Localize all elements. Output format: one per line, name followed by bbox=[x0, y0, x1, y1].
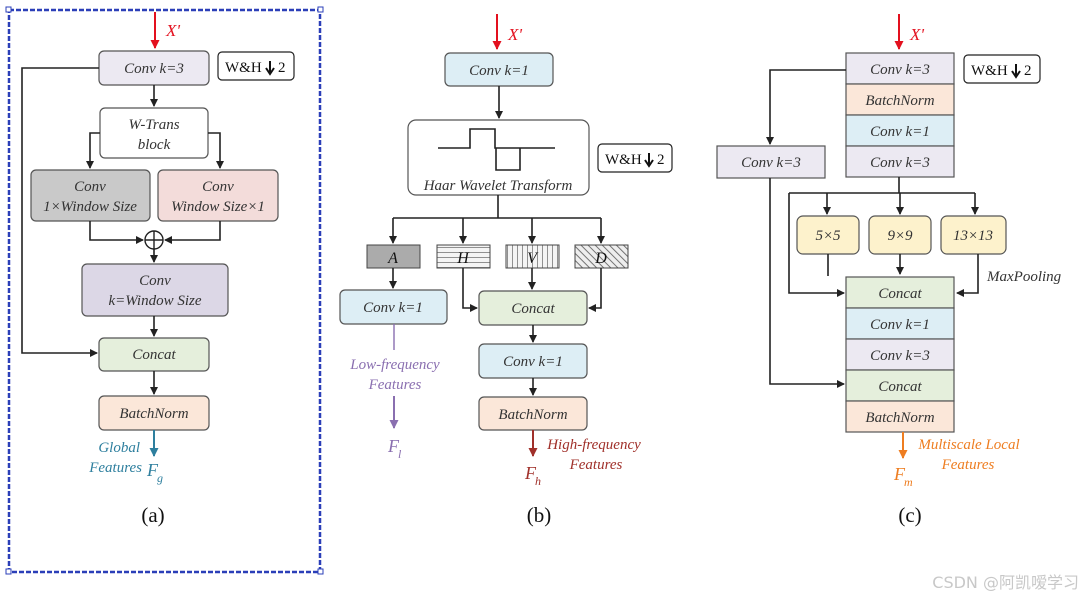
selection-frame bbox=[7, 8, 322, 574]
stack-top-label-2: Conv k=1 bbox=[870, 124, 930, 140]
caption-b: (b) bbox=[527, 503, 552, 527]
panel-c: X' Conv k=3 BatchNorm Conv k=1 Conv k=3 … bbox=[716, 14, 1062, 527]
multiscale-subscript: m bbox=[904, 475, 913, 489]
downsample-label: W&H bbox=[971, 63, 1008, 79]
downsample-badge bbox=[217, 51, 295, 81]
frame-handle bbox=[317, 568, 324, 575]
low-symbol: F bbox=[387, 436, 400, 456]
subband-d-label: D bbox=[594, 250, 607, 267]
stack-bottom-label-2: Conv k=3 bbox=[870, 348, 930, 364]
pool-label-2: 13×13 bbox=[953, 228, 993, 244]
conv-wx1-block bbox=[157, 169, 279, 222]
stack-top-conv-k3 bbox=[845, 52, 955, 85]
stack-top-label-3: Conv k=3 bbox=[870, 155, 930, 171]
down-arrow-icon bbox=[265, 61, 275, 76]
conv-k1-low-label: Conv k=1 bbox=[363, 300, 423, 316]
output-symbol: F bbox=[146, 460, 159, 480]
stack-top-label-0: Conv k=3 bbox=[870, 62, 930, 78]
downsample-label: W&H bbox=[605, 152, 642, 168]
stack-bottom-label-1: Conv k=1 bbox=[870, 317, 930, 333]
stack-top-label-1: BatchNorm bbox=[865, 93, 934, 109]
conv-wx1-line1: Conv bbox=[202, 179, 234, 195]
wtrans-label-line1: W-Trans bbox=[128, 117, 179, 133]
batchnorm-label: BatchNorm bbox=[119, 406, 188, 422]
conv-k1-top-label: Conv k=1 bbox=[469, 63, 529, 79]
frame-handle bbox=[5, 568, 12, 575]
input-symbol: X' bbox=[909, 25, 924, 44]
high-frequency-line2: Features bbox=[569, 457, 623, 473]
pool-13x13 bbox=[940, 215, 1007, 255]
downsample-factor: 2 bbox=[278, 60, 286, 76]
output-subscript: g bbox=[157, 471, 163, 485]
multiscale-line1: Multiscale Local bbox=[917, 437, 1019, 453]
frame-handle bbox=[5, 6, 12, 13]
multiscale-line2: Features bbox=[941, 457, 995, 473]
conv-k3-label: Conv k=3 bbox=[124, 61, 184, 77]
watermark: CSDN @阿凯嗳学习 bbox=[932, 573, 1079, 592]
conv-kw-line1: Conv bbox=[139, 273, 171, 289]
down-arrow-icon bbox=[1011, 64, 1021, 79]
stack-bottom-batchnorm bbox=[845, 400, 955, 433]
input-symbol: X' bbox=[165, 21, 180, 40]
haar-label: Haar Wavelet Transform bbox=[423, 178, 573, 194]
frame-handle bbox=[317, 6, 324, 13]
stack-bottom-conv-k1 bbox=[845, 307, 955, 340]
conv-kw-line2: k=Window Size bbox=[108, 293, 201, 309]
input-symbol: X' bbox=[507, 25, 522, 44]
conv-wx1-line2: Window Size×1 bbox=[171, 199, 265, 215]
haar-wave-icon bbox=[438, 128, 555, 171]
stack-bottom-label-0: Concat bbox=[878, 286, 922, 302]
stack-bottom-conv-k3 bbox=[845, 338, 955, 371]
caption-a: (a) bbox=[141, 503, 164, 527]
side-conv-label: Conv k=3 bbox=[741, 155, 801, 171]
downsample-label: W&H bbox=[225, 60, 262, 76]
caption-c: (c) bbox=[898, 503, 921, 527]
multiscale-symbol: F bbox=[893, 464, 906, 484]
low-subscript: l bbox=[398, 447, 402, 461]
global-features-line2: Features bbox=[88, 460, 142, 476]
pool-label-0: 5×5 bbox=[815, 228, 841, 244]
concat-label: Concat bbox=[132, 347, 176, 363]
stack-bottom-concat2 bbox=[845, 369, 955, 402]
side-conv-k3-block bbox=[716, 145, 826, 179]
maxpooling-label: MaxPooling bbox=[986, 269, 1062, 285]
global-features-line1: Global bbox=[98, 440, 140, 456]
subband-v-label: V bbox=[527, 250, 539, 267]
panel-b: X' Conv k=1 Haar Wavelet Transform W&H 2… bbox=[339, 14, 673, 527]
conv-kw-block bbox=[81, 263, 229, 317]
conv-1xw-line2: 1×Window Size bbox=[43, 199, 137, 215]
batchnorm-label: BatchNorm bbox=[498, 407, 567, 423]
subband-a-label: A bbox=[387, 250, 398, 267]
subband-h-label: H bbox=[456, 250, 470, 267]
stack-bottom-label-4: BatchNorm bbox=[865, 410, 934, 426]
conv-1xw-line1: Conv bbox=[74, 179, 106, 195]
downsample-badge bbox=[963, 54, 1041, 84]
panel-a: X' Conv k=3 W&H 2 W-Trans block Conv 1×W… bbox=[5, 6, 324, 575]
pool-label-1: 9×9 bbox=[887, 228, 913, 244]
concat-label: Concat bbox=[511, 301, 555, 317]
high-frequency-line1: High-frequency bbox=[546, 437, 641, 453]
stack-top-conv-k1 bbox=[845, 114, 955, 147]
high-symbol: F bbox=[524, 463, 537, 483]
low-frequency-line1: Low-frequency bbox=[349, 357, 440, 373]
downsample-factor: 2 bbox=[657, 152, 665, 168]
low-frequency-line2: Features bbox=[368, 377, 422, 393]
stack-bottom-label-3: Concat bbox=[878, 379, 922, 395]
down-arrow-icon bbox=[644, 153, 654, 168]
wtrans-label-line2: block bbox=[138, 137, 171, 153]
downsample-badge bbox=[597, 143, 673, 173]
high-subscript: h bbox=[535, 474, 541, 488]
downsample-factor: 2 bbox=[1024, 63, 1032, 79]
conv-k1-high-label: Conv k=1 bbox=[503, 354, 563, 370]
stack-top-conv-k3b bbox=[845, 145, 955, 178]
